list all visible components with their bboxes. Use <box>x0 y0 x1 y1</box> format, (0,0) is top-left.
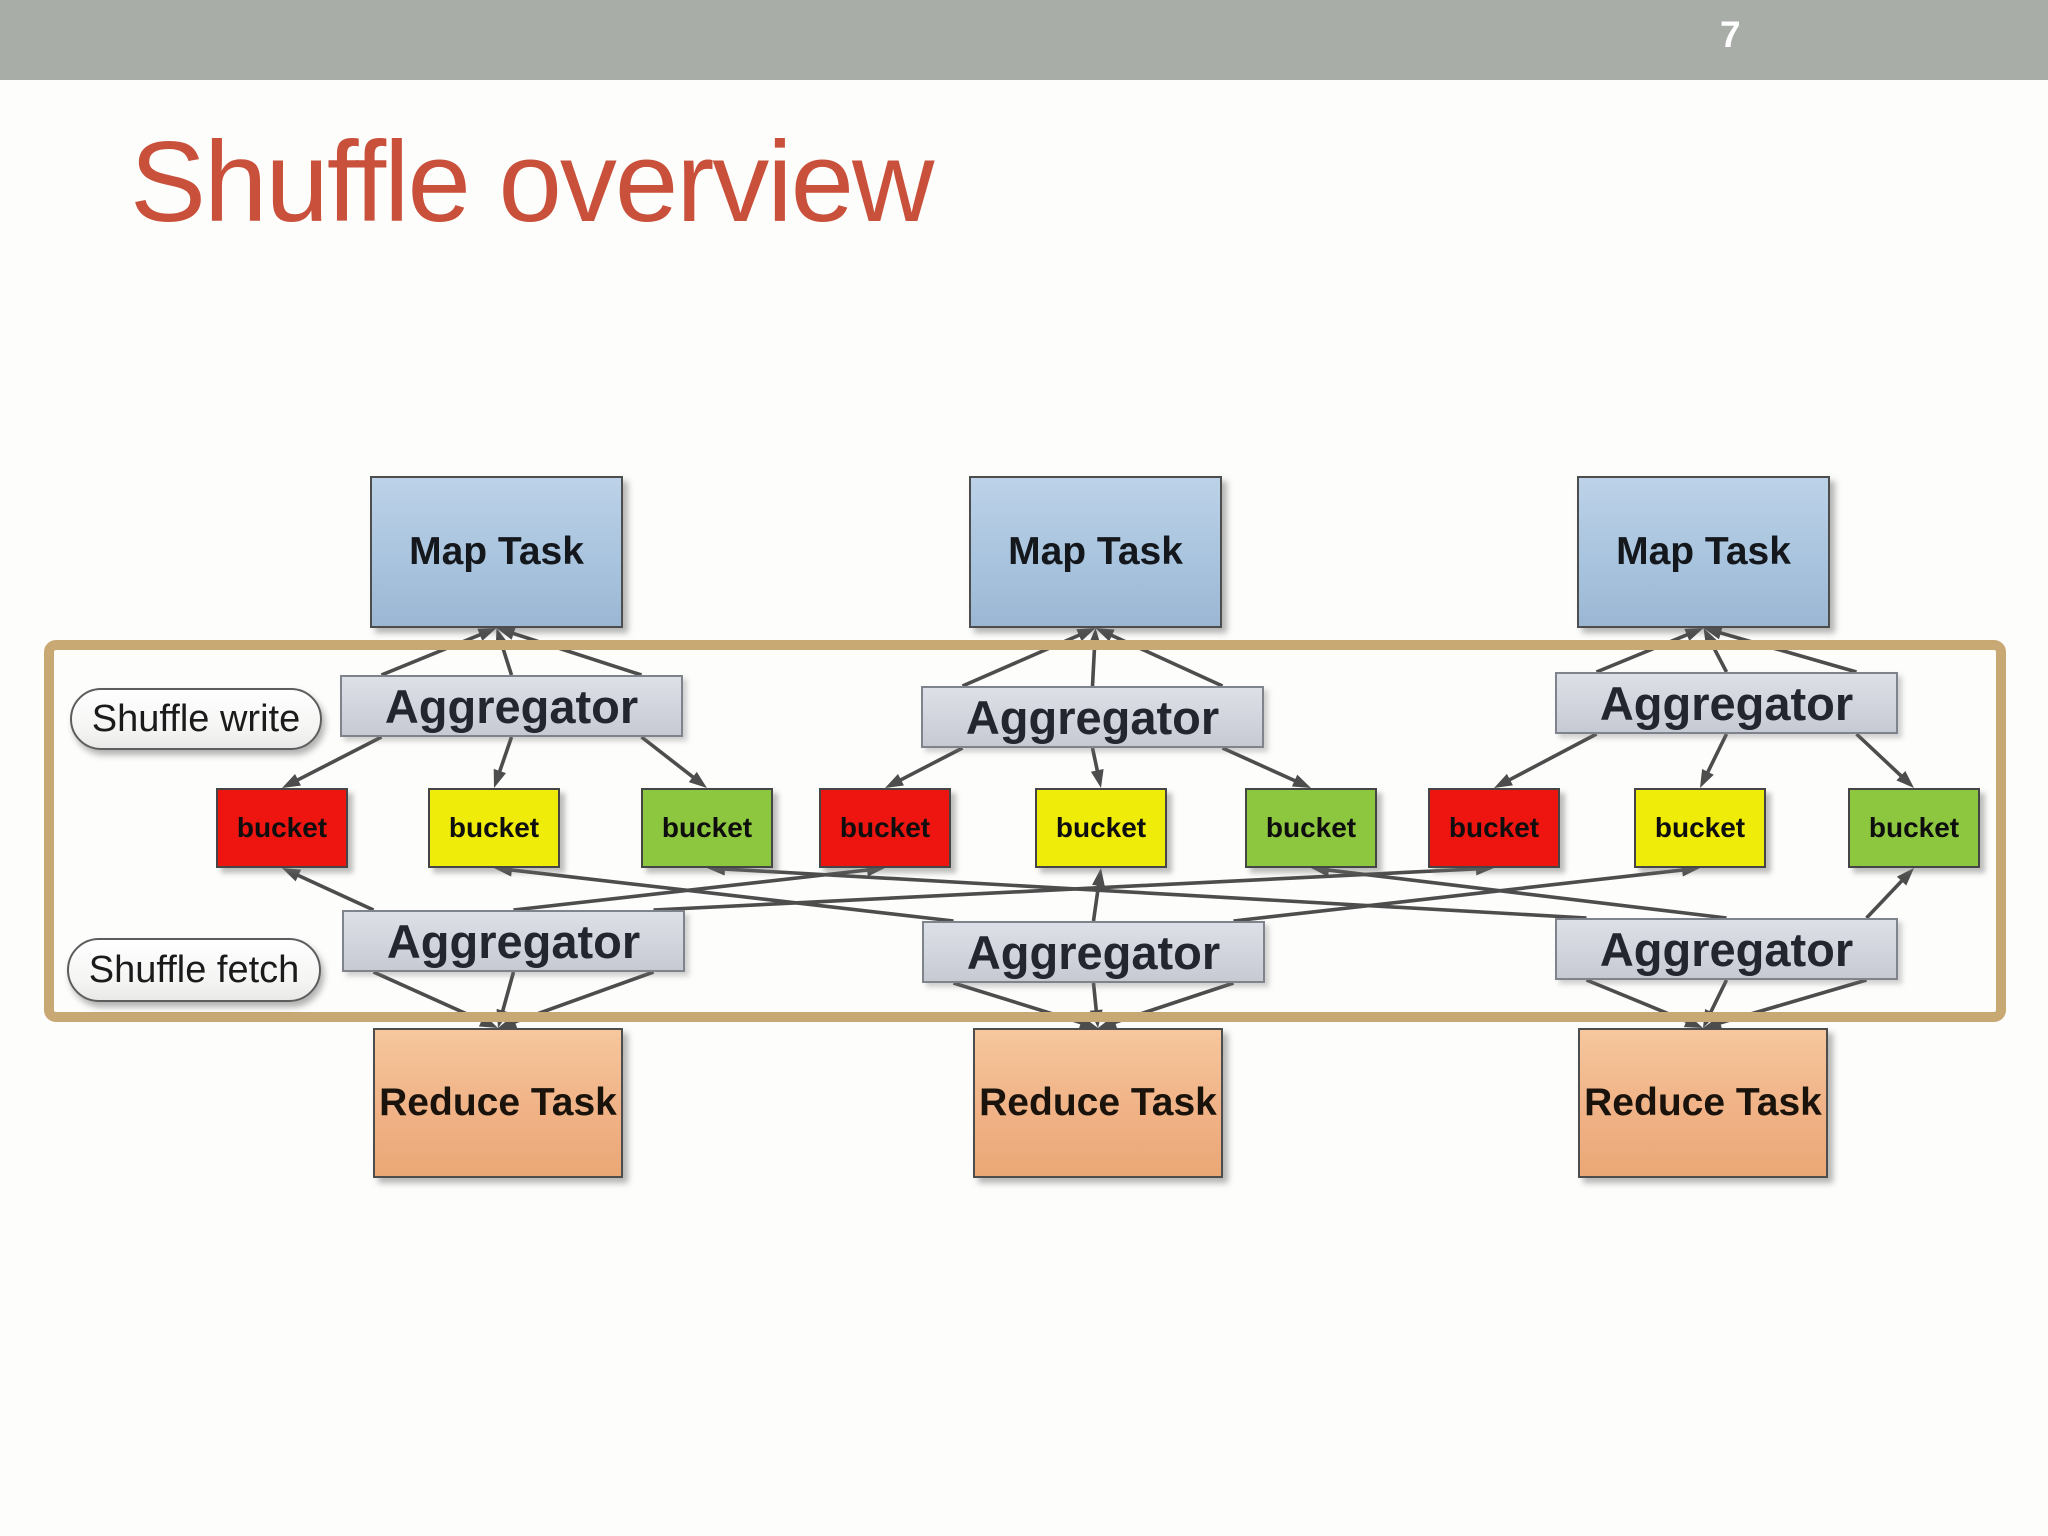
arrow <box>1494 732 1598 788</box>
reduce-task-3: Reduce Task <box>1578 1028 1828 1178</box>
write-aggregator-1: Aggregator <box>340 675 683 737</box>
bucket-green-1: bucket <box>641 788 773 868</box>
arrow <box>640 735 707 788</box>
shuffle-phase-frame <box>44 640 2006 1022</box>
arrow <box>1703 626 1857 674</box>
fetch-aggregator-3: Aggregator <box>1555 918 1898 980</box>
write-aggregator-2: Aggregator <box>921 686 1264 748</box>
arrow <box>282 868 375 912</box>
bucket-yellow-2: bucket <box>1035 788 1167 868</box>
slide-header-bar <box>0 0 2048 80</box>
bucket-yellow-1: bucket <box>428 788 560 868</box>
bucket-red-1: bucket <box>216 788 348 868</box>
fetch-aggregator-1: Aggregator <box>342 910 685 972</box>
bucket-green-3: bucket <box>1848 788 1980 868</box>
page-number: 7 <box>1720 14 1741 55</box>
map-task-3: Map Task <box>1577 476 1830 628</box>
map-task-1: Map Task <box>370 476 623 628</box>
arrow <box>380 628 497 677</box>
bucket-red-3: bucket <box>1428 788 1560 868</box>
bucket-yellow-3: bucket <box>1634 788 1766 868</box>
reduce-task-1: Reduce Task <box>373 1028 623 1178</box>
reduce-task-2: Reduce Task <box>973 1028 1223 1178</box>
map-task-2: Map Task <box>969 476 1222 628</box>
arrow <box>1595 628 1704 674</box>
arrow <box>1865 868 1914 920</box>
shuffle-fetch-pill: Shuffle fetch <box>67 938 321 1002</box>
arrow <box>1221 746 1311 788</box>
arrow <box>1700 733 1729 788</box>
arrow <box>1090 747 1104 788</box>
bucket-green-2: bucket <box>1245 788 1377 868</box>
arrow <box>885 746 964 788</box>
arrow <box>1855 732 1914 788</box>
shuffle-write-pill: Shuffle write <box>70 688 322 750</box>
arrow <box>1091 868 1105 922</box>
bucket-red-2: bucket <box>819 788 951 868</box>
arrow <box>493 736 514 788</box>
fetch-aggregator-2: Aggregator <box>922 921 1265 983</box>
slide-title: Shuffle overview <box>130 119 934 246</box>
arrow <box>282 735 383 788</box>
arrow <box>496 627 643 677</box>
write-aggregator-3: Aggregator <box>1555 672 1898 734</box>
